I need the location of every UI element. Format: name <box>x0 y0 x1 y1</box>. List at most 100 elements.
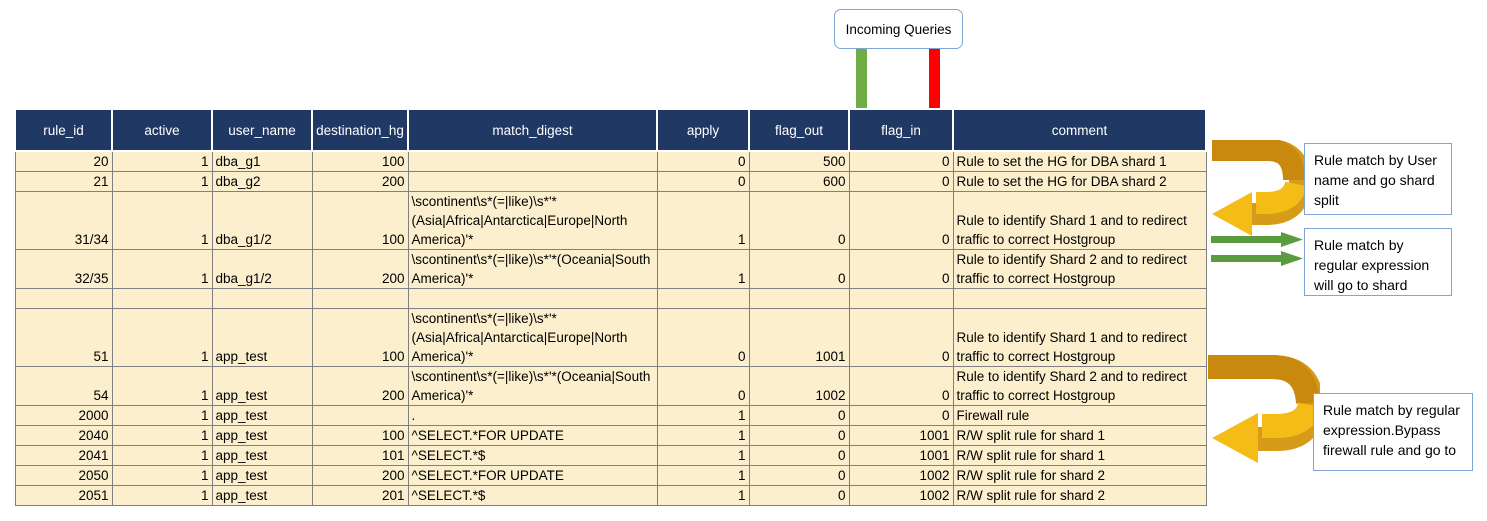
cell-rule_id: 32/35 <box>14 249 113 289</box>
cell-flag_out: 0 <box>748 405 850 426</box>
cell-active: 1 <box>111 171 213 192</box>
column-header-apply: apply <box>656 108 750 152</box>
cell-flag_out: 0 <box>748 249 850 289</box>
cell-rule_id: 21 <box>14 171 113 192</box>
cell-comment: R/W split rule for shard 2 <box>952 485 1207 506</box>
cell-active: 1 <box>111 405 213 426</box>
cell-rule_id: 2041 <box>14 445 113 466</box>
curved-arrow-user-match-icon <box>1212 140 1304 236</box>
mysql-query-rules-table: rule_id active user_name destination_hg … <box>14 108 1207 506</box>
cell-flag_in <box>848 288 954 309</box>
cell-user_name: dba_g1 <box>211 150 313 172</box>
cell-user_name: app_test <box>211 405 313 426</box>
cell-flag_out: 1001 <box>748 308 850 367</box>
cell-comment: Rule to identify Shard 2 and to redirect… <box>952 366 1207 406</box>
cell-match_digest <box>407 288 658 309</box>
cell-flag_out: 1002 <box>748 366 850 406</box>
cell-comment <box>952 288 1207 309</box>
cell-user_name: app_test <box>211 366 313 406</box>
cell-user_name: dba_g1/2 <box>211 191 313 250</box>
cell-apply: 1 <box>656 249 750 289</box>
green-arrow-regex-1-icon <box>1211 232 1303 247</box>
cell-user_name: app_test <box>211 465 313 486</box>
column-header-destination_hg: destination_hg <box>311 108 409 152</box>
cell-destination_hg: 201 <box>311 485 409 506</box>
cell-flag_out <box>748 288 850 309</box>
cell-comment: R/W split rule for shard 1 <box>952 445 1207 466</box>
cell-flag_in: 1002 <box>848 465 954 486</box>
cell-destination_hg: 200 <box>311 249 409 289</box>
cell-rule_id <box>14 288 113 309</box>
cell-comment: Rule to set the HG for DBA shard 1 <box>952 150 1207 172</box>
cell-destination_hg: 100 <box>311 150 409 172</box>
cell-active: 1 <box>111 445 213 466</box>
column-header-match_digest: match_digest <box>407 108 658 152</box>
cell-match_digest <box>407 171 658 192</box>
cell-user_name <box>211 288 313 309</box>
cell-comment: R/W split rule for shard 1 <box>952 425 1207 446</box>
cell-flag_out: 0 <box>748 465 850 486</box>
cell-user_name: app_test <box>211 425 313 446</box>
table-row <box>14 288 1207 309</box>
cell-rule_id: 2040 <box>14 425 113 446</box>
cell-match_digest: \scontinent\s*(=|like)\s*'*(Oceania|Sout… <box>407 249 658 289</box>
column-header-comment: comment <box>952 108 1207 152</box>
cell-rule_id: 2051 <box>14 485 113 506</box>
cell-active: 1 <box>111 191 213 250</box>
cell-destination_hg: 200 <box>311 366 409 406</box>
cell-apply: 1 <box>656 445 750 466</box>
cell-flag_out: 0 <box>748 485 850 506</box>
cell-match_digest: ^SELECT.*$ <box>407 445 658 466</box>
cell-rule_id: 31/34 <box>14 191 113 250</box>
cell-user_name: app_test <box>211 308 313 367</box>
cell-apply: 0 <box>656 366 750 406</box>
cell-flag_in: 0 <box>848 308 954 367</box>
cell-destination_hg: 200 <box>311 465 409 486</box>
callout-bypass-firewall-text: Rule match by regular expression.Bypass … <box>1323 402 1460 458</box>
cell-user_name: app_test <box>211 485 313 506</box>
column-header-active: active <box>111 108 213 152</box>
cell-flag_in: 0 <box>848 171 954 192</box>
cell-match_digest: \scontinent\s*(=|like)\s*'*(Asia|Africa|… <box>407 191 658 250</box>
cell-rule_id: 2050 <box>14 465 113 486</box>
cell-apply <box>656 288 750 309</box>
cell-flag_out: 0 <box>748 445 850 466</box>
column-header-flag_in: flag_in <box>848 108 954 152</box>
cell-user_name: dba_g2 <box>211 171 313 192</box>
cell-flag_in: 0 <box>848 405 954 426</box>
cell-active: 1 <box>111 249 213 289</box>
cell-destination_hg: 100 <box>311 308 409 367</box>
cell-flag_in: 1001 <box>848 445 954 466</box>
cell-active: 1 <box>111 485 213 506</box>
cell-destination_hg: 100 <box>311 191 409 250</box>
cell-user_name: app_test <box>211 445 313 466</box>
incoming-queries-text: Incoming Queries <box>845 21 952 37</box>
green-arrow-regex-2-icon <box>1211 251 1303 266</box>
cell-apply: 1 <box>656 405 750 426</box>
cell-active: 1 <box>111 366 213 406</box>
cell-active: 1 <box>111 150 213 172</box>
column-header-flag_out: flag_out <box>748 108 850 152</box>
cell-comment: Rule to identify Shard 1 and to redirect… <box>952 191 1207 250</box>
cell-match_digest: ^SELECT.*$ <box>407 485 658 506</box>
cell-apply: 1 <box>656 191 750 250</box>
cell-destination_hg: 100 <box>311 425 409 446</box>
cell-destination_hg: 101 <box>311 445 409 466</box>
cell-flag_in: 0 <box>848 366 954 406</box>
cell-flag_out: 0 <box>748 191 850 250</box>
cell-active: 1 <box>111 465 213 486</box>
callout-user-match-text: Rule match by User name and go shard spl… <box>1314 152 1437 208</box>
incoming-queries-label: Incoming Queries <box>834 9 963 49</box>
cell-comment: Rule to set the HG for DBA shard 2 <box>952 171 1207 192</box>
callout-bypass-firewall: Rule match by regular expression.Bypass … <box>1313 393 1473 471</box>
